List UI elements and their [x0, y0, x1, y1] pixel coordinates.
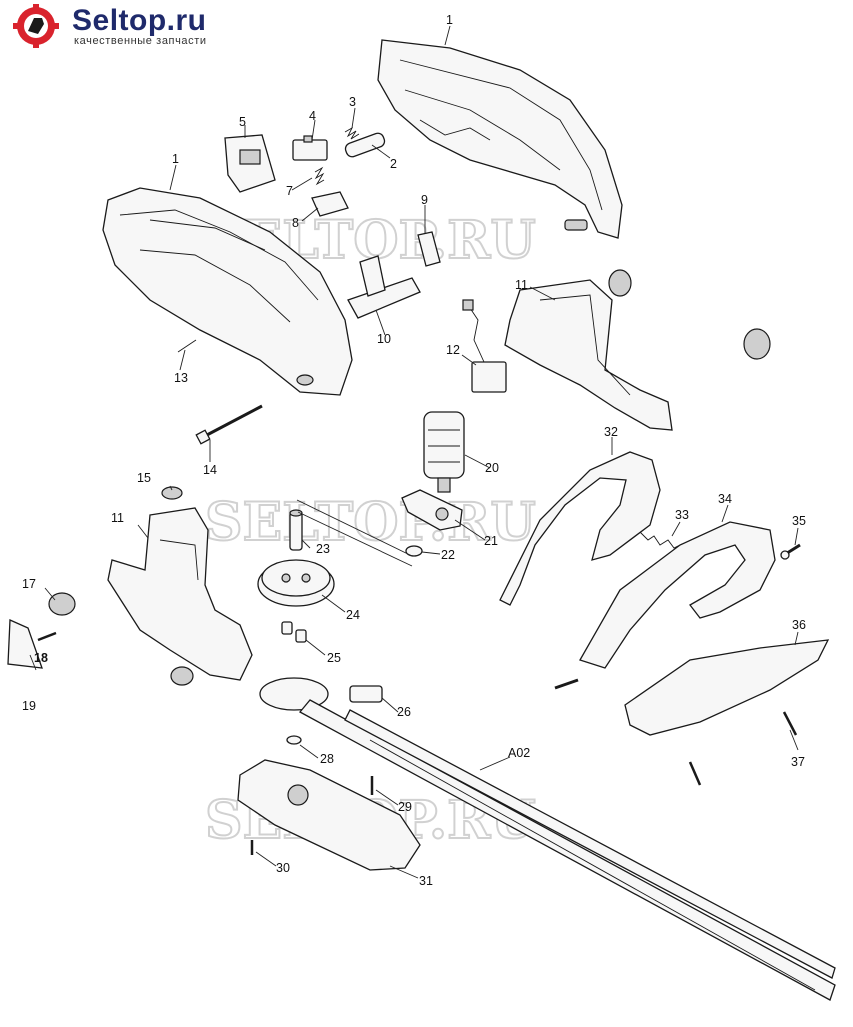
callout-8: 8 — [292, 216, 299, 230]
callout-4: 4 — [309, 109, 316, 123]
callout-9: 9 — [421, 193, 428, 207]
callout-33: 33 — [675, 508, 689, 522]
screw-part — [782, 711, 798, 736]
callout-15: 15 — [137, 471, 151, 485]
bushing-part — [295, 629, 307, 643]
gear-part — [257, 559, 335, 607]
callout-7: 7 — [286, 184, 293, 198]
callout-30: 30 — [276, 861, 290, 875]
brand-tagline: качественные запчасти — [74, 35, 207, 47]
long-screw-part — [195, 404, 263, 445]
callout-18: 18 — [34, 651, 48, 665]
brand-logo[interactable]: Seltop.ru качественные запчасти — [8, 4, 248, 48]
callout-25: 25 — [327, 651, 341, 665]
screw-part — [688, 761, 702, 786]
callout-A02: A02 — [508, 746, 530, 760]
callout-12: 12 — [446, 343, 460, 357]
callout-23: 23 — [316, 542, 330, 556]
callout-2: 2 — [390, 157, 397, 171]
callout-5: 5 — [239, 115, 246, 129]
callout-10: 10 — [377, 332, 391, 346]
shaft-part — [289, 509, 303, 551]
screw-part — [780, 543, 801, 560]
callout-36: 36 — [792, 618, 806, 632]
gear-fist-icon — [13, 4, 59, 48]
bracket-upper — [504, 269, 771, 431]
callout-19: 19 — [22, 699, 36, 713]
callout-29: 29 — [398, 800, 412, 814]
housing-left-half — [102, 187, 353, 396]
watermark: SELTOP.RU — [205, 492, 536, 553]
blade-guard-part — [624, 639, 830, 736]
washer-part — [405, 545, 423, 557]
gear-cover-part — [237, 759, 421, 871]
motor-plate-part — [401, 489, 463, 531]
callout-37: 37 — [791, 755, 805, 769]
switch-part — [292, 135, 328, 161]
callout-21: 21 — [484, 534, 498, 548]
brush-part — [462, 299, 507, 393]
screw-part — [37, 631, 57, 642]
pad-part — [349, 685, 383, 703]
callout-26: 26 — [397, 705, 411, 719]
callout-31: 31 — [419, 874, 433, 888]
blade-assembly-part — [259, 677, 836, 1001]
motor-part — [423, 411, 465, 493]
screw-part — [554, 678, 579, 690]
handle-cover-part — [499, 451, 661, 606]
lever-part — [347, 255, 421, 319]
callout-14: 14 — [203, 463, 217, 477]
switch-block-part — [224, 134, 276, 193]
callout-11-lower: 11 — [111, 511, 124, 525]
callout-22: 22 — [441, 548, 455, 562]
handle-part — [579, 521, 776, 669]
plate-part — [7, 619, 43, 669]
callout-1-left: 1 — [172, 152, 179, 166]
brand-name: Seltop.ru — [72, 4, 207, 37]
bushing-part — [281, 621, 293, 635]
callout-13: 13 — [174, 371, 188, 385]
washer-part — [286, 735, 302, 745]
spring-part — [344, 126, 360, 140]
contact-part — [417, 231, 441, 267]
spring-part — [314, 166, 325, 186]
callout-35: 35 — [792, 514, 806, 528]
pin-part — [344, 132, 386, 158]
screw-part — [177, 339, 197, 353]
callout-32: 32 — [604, 425, 618, 439]
washer-part — [48, 592, 76, 616]
callout-20: 20 — [485, 461, 499, 475]
callout-11-upper: 11 — [515, 278, 528, 292]
callout-1-upper: 1 — [446, 13, 453, 27]
callout-28: 28 — [320, 752, 334, 766]
gear-housing-part — [107, 486, 253, 686]
callout-3: 3 — [349, 95, 356, 109]
callout-34: 34 — [718, 492, 732, 506]
lock-button-part — [311, 191, 349, 217]
housing-right-half — [377, 39, 623, 239]
callout-24: 24 — [346, 608, 360, 622]
callout-17: 17 — [22, 577, 36, 591]
spring-part — [639, 531, 683, 549]
